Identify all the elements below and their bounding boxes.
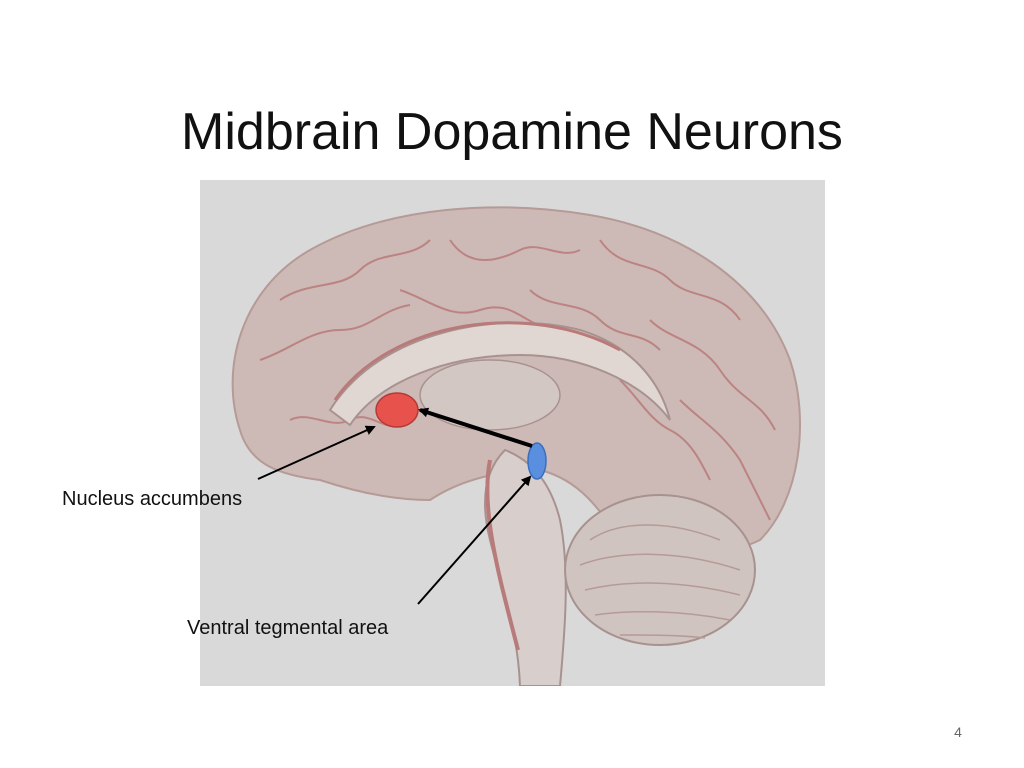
corpus-callosum bbox=[328, 321, 671, 427]
vta-marker bbox=[527, 442, 547, 480]
page-number: 4 bbox=[954, 724, 962, 740]
brain-figure bbox=[200, 180, 825, 686]
label-nucleus-accumbens: Nucleus accumbens bbox=[62, 488, 243, 510]
slide-title: Midbrain Dopamine Neurons bbox=[181, 102, 843, 161]
thalamus bbox=[419, 359, 561, 431]
nucleus-accumbens-marker bbox=[375, 392, 419, 428]
brain-sagittal-illustration bbox=[231, 206, 801, 686]
label-ventral-tegmental-area: Ventral tegmental area bbox=[187, 617, 389, 639]
cerebellum bbox=[564, 494, 756, 646]
